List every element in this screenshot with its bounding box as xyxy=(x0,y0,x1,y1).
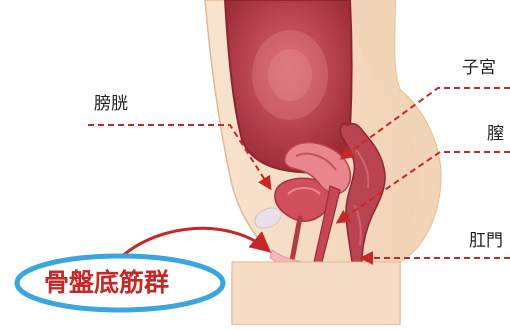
uterus-label: 子宮 xyxy=(462,60,496,77)
anus-label: 肛門 xyxy=(469,233,503,250)
pelvic-floor-pointer xyxy=(120,228,268,258)
vagina-label: 膣 xyxy=(487,126,504,143)
perineum-base xyxy=(232,262,400,325)
pelvic-floor-label: 骨盤底筋群 xyxy=(44,270,169,295)
bladder-label: 膀胱 xyxy=(94,96,128,113)
